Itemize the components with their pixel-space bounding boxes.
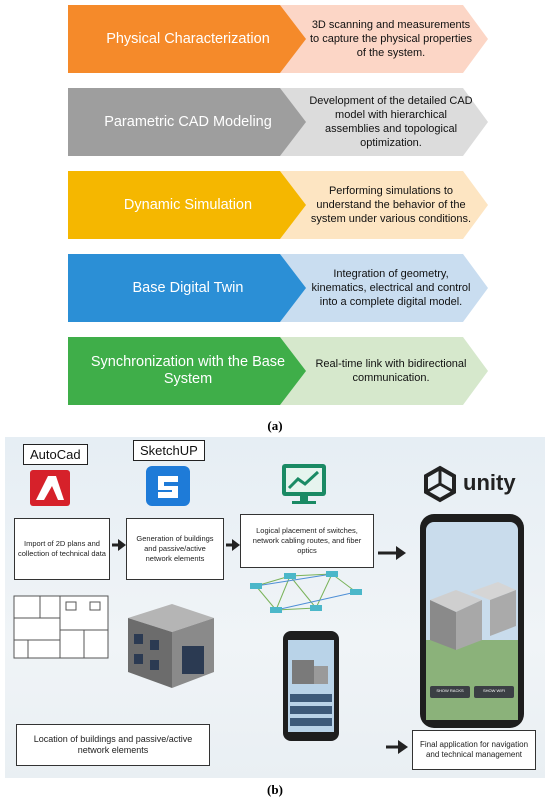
sketchup-logo-icon xyxy=(146,466,190,506)
floor-plan-image xyxy=(13,595,109,659)
step-generate-buildings: Generation of buildings and passive/acti… xyxy=(126,518,224,580)
stage-1-description: 3D scanning and measurements to capture … xyxy=(309,19,473,59)
stage-4-shapes xyxy=(68,254,488,322)
stage-4: Base Digital Twin Integration of geometry… xyxy=(68,254,488,322)
stage-1: Physical Characterization 3D scanning and… xyxy=(68,5,488,73)
autocad-logo-icon xyxy=(30,470,70,506)
stage-2-title: Parametric CAD Modeling xyxy=(104,113,272,130)
unity-logo-icon xyxy=(424,465,456,503)
step-location: Location of buildings and passive/active… xyxy=(16,724,210,766)
stage-3: Dynamic Simulation Performing simulations… xyxy=(68,171,488,239)
caption-b: (b) xyxy=(267,782,283,797)
stage-4-title: Base Digital Twin xyxy=(132,279,244,296)
autocad-label: AutoCad xyxy=(23,444,88,465)
stage-3-description: Performing simulations to understand the… xyxy=(310,185,472,225)
flow-arrows xyxy=(112,539,408,754)
network-topology-image xyxy=(255,573,357,611)
network-switch-nodes xyxy=(250,571,362,613)
step-logical-placement: Logical placement of switches, network c… xyxy=(240,514,374,568)
large-phone-image xyxy=(420,514,524,728)
step-import-plans: Import of 2D plans and collection of tec… xyxy=(14,518,110,580)
building-3d-image xyxy=(128,604,214,688)
stage-3-shapes xyxy=(68,171,488,239)
stage-1-title: Physical Characterization xyxy=(106,30,270,47)
small-phone-image xyxy=(283,631,339,741)
stage-5-title: Synchronization with the Base System xyxy=(90,354,286,387)
stage-2-shapes xyxy=(68,88,488,156)
unity-label: unity xyxy=(463,470,516,495)
sketchup-label: SketchUP xyxy=(133,440,205,461)
stage-1-shapes xyxy=(68,5,488,73)
stage-2-description: Development of the detailed CAD model wi… xyxy=(309,95,473,149)
stage-4-description: Integration of geometry, kinematics, ele… xyxy=(311,268,471,308)
phone-button-show-racks: SHOW RACKS xyxy=(436,688,464,693)
stage-2: Parametric CAD Modeling Development of th… xyxy=(68,88,488,156)
caption-a: (a) xyxy=(267,418,283,433)
monitor-chart-icon xyxy=(282,464,326,504)
phone-button-show-wifi: SHOW WIFI xyxy=(483,688,505,693)
stage-5-description: Real-time link with bidirectional commun… xyxy=(315,358,467,384)
step-final-application: Final application for navigation and tec… xyxy=(412,730,536,770)
stage-5-shapes xyxy=(68,337,488,405)
stage-3-title: Dynamic Simulation xyxy=(123,196,253,213)
stage-5: Synchronization with the Base System Real… xyxy=(68,337,488,405)
